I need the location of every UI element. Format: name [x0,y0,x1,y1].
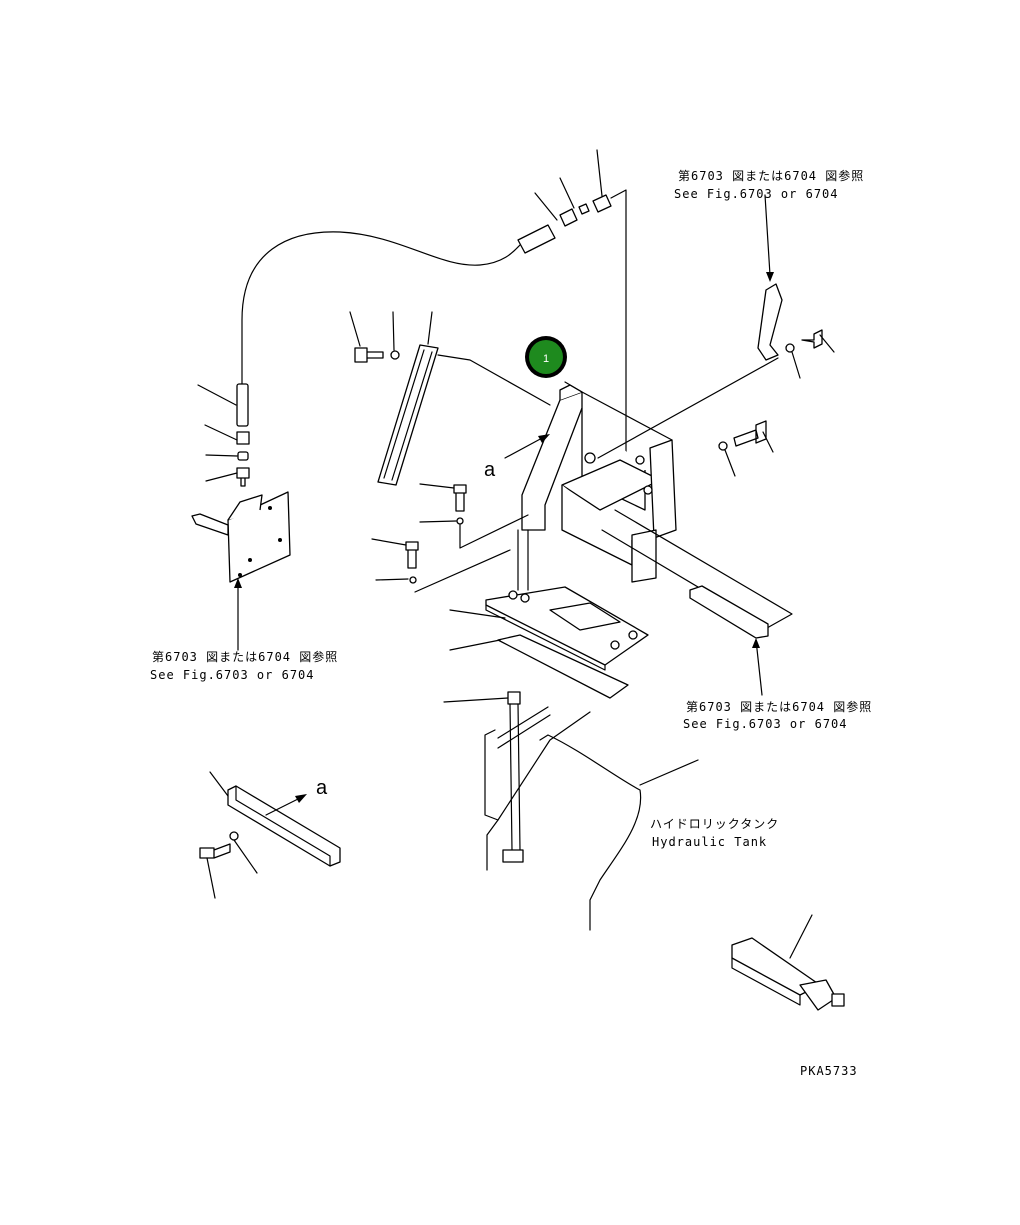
ref-right-jp: 第6703 図または6704 図参照 [686,699,872,714]
mid-bolts [371,483,529,593]
hose-line [236,231,521,487]
lower-left-rail [199,771,341,899]
badge-label: 1 [543,353,549,365]
ref-left-jp: 第6703 図または6704 図参照 [152,649,338,664]
lower-right-shaft [731,914,845,1011]
view-a-upper [504,434,550,459]
tank-label-en: Hydraulic Tank [652,835,767,849]
view-mark-a-lower: a [316,777,328,799]
drawing-code: PKA5733 [800,1064,858,1078]
top-fittings [517,149,627,461]
tank-label-jp: ハイドロリックタンク [650,817,779,831]
ref-left-en: See Fig.6703 or 6704 [150,668,315,682]
ref-top-jp: 第6703 図または6704 図参照 [678,168,864,183]
part-number-badge[interactable]: 1 [525,336,567,378]
plate-assembly [449,529,649,699]
right-channel [601,509,793,696]
main-bracket [521,357,779,583]
view-mark-a-upper: a [484,459,496,481]
left-bracket [191,491,291,651]
left-strap [349,311,551,486]
right-bolt [718,420,774,477]
right-strap [757,194,835,379]
left-leaders [197,384,238,482]
hydraulic-tank [484,706,699,931]
ref-right-en: See Fig.6703 or 6704 [683,717,848,731]
ref-top-en: See Fig.6703 or 6704 [674,187,839,201]
lower-rod [443,691,524,863]
